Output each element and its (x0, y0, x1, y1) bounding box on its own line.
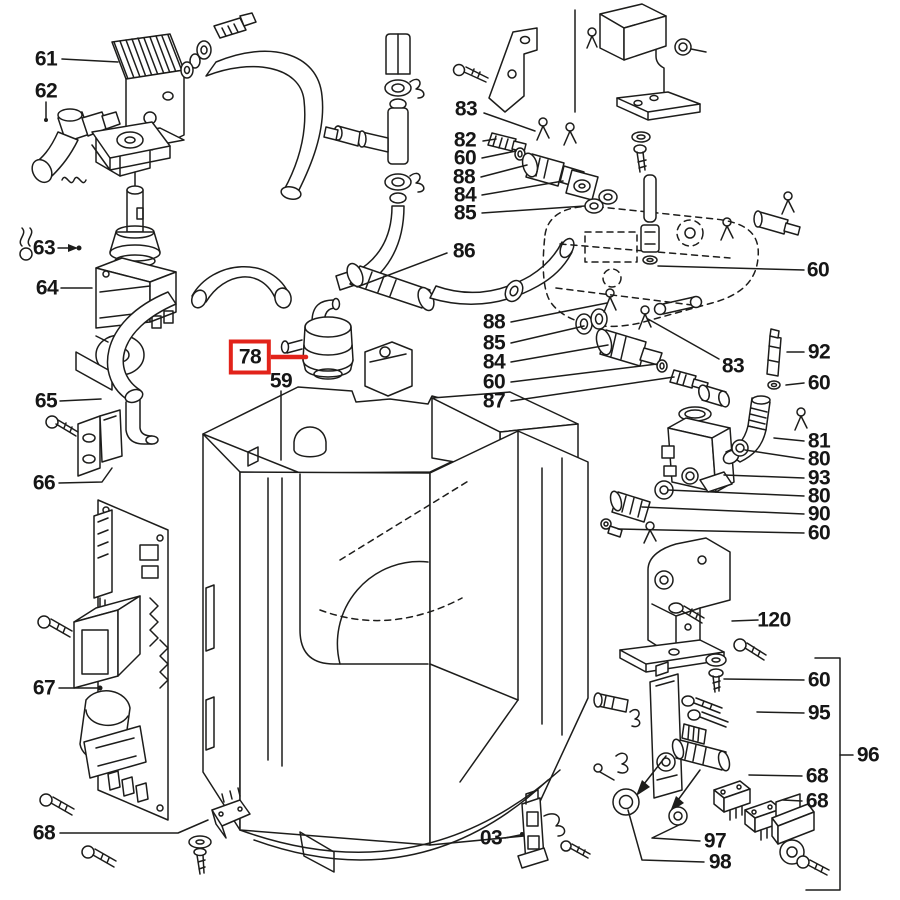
part-label-60[interactable]: 60 (807, 668, 831, 692)
part-label-82[interactable]: 82 (453, 128, 477, 152)
part-label-60[interactable]: 60 (807, 371, 831, 395)
main-chassis-drawing (202, 341, 589, 873)
part-label-68[interactable]: 68 (32, 821, 56, 845)
part-label-62[interactable]: 62 (34, 79, 58, 103)
part-label-95[interactable]: 95 (807, 701, 831, 725)
part-label-78-highlighted[interactable]: 78 (228, 339, 272, 375)
switch-assembly-96-drawing (593, 661, 830, 876)
part-label-86[interactable]: 86 (452, 239, 476, 263)
part-label-60[interactable]: 60 (807, 521, 831, 545)
part-label-87[interactable]: 87 (482, 389, 506, 413)
mid-valve-cluster-drawing (575, 288, 731, 408)
part-label-90[interactable]: 90 (807, 502, 831, 526)
part-label-68[interactable]: 68 (805, 764, 829, 788)
part-label-61[interactable]: 61 (34, 47, 58, 71)
rear-panel-and-brackets-drawing (452, 3, 707, 173)
part-label-84[interactable]: 84 (453, 183, 477, 207)
inlet-bracket-and-pump-drawing (19, 33, 185, 477)
part-label-60[interactable]: 60 (482, 370, 506, 394)
bracket-120-drawing (619, 537, 767, 693)
part-label-63[interactable]: 63 (32, 236, 56, 260)
part-label-80[interactable]: 80 (807, 484, 831, 508)
part-label-83[interactable]: 83 (454, 97, 478, 121)
upper-valve-cluster-drawing (487, 117, 618, 214)
circuit-board-drawing (37, 499, 251, 875)
solenoid-valve-group-drawing (600, 328, 808, 544)
part-label-85[interactable]: 85 (482, 331, 506, 355)
part-label-98[interactable]: 98 (708, 850, 732, 874)
part-label-88[interactable]: 88 (452, 165, 476, 189)
part-label-81[interactable]: 81 (807, 429, 831, 453)
part-label-64[interactable]: 64 (35, 276, 59, 300)
part-label-60[interactable]: 60 (806, 258, 830, 282)
part-label-96[interactable]: 96 (856, 743, 880, 767)
hoses-and-fittings-drawing (106, 12, 575, 445)
part-label-65[interactable]: 65 (34, 389, 58, 413)
part-label-66[interactable]: 66 (32, 471, 56, 495)
thermoblock-drawing (542, 174, 801, 328)
part-label-67[interactable]: 67 (32, 676, 56, 700)
part-label-59[interactable]: 59 (269, 369, 293, 393)
part-label-60[interactable]: 60 (453, 146, 477, 170)
part-label-97[interactable]: 97 (703, 829, 727, 853)
part-label-80[interactable]: 80 (807, 447, 831, 471)
part-label-03[interactable]: 03 (479, 826, 503, 850)
part-78-air-valve-canister (280, 297, 354, 380)
part-label-120[interactable]: 120 (757, 608, 791, 632)
part-label-85[interactable]: 85 (453, 201, 477, 225)
part-label-68[interactable]: 68 (805, 789, 829, 813)
part-label-83[interactable]: 83 (721, 354, 745, 378)
part-label-92[interactable]: 92 (807, 340, 831, 364)
part-label-93[interactable]: 93 (807, 466, 831, 490)
callout-leader-lines (44, 58, 854, 891)
latch-03-drawing (517, 789, 591, 869)
part-label-84[interactable]: 84 (482, 350, 506, 374)
part-label-88[interactable]: 88 (482, 310, 506, 334)
